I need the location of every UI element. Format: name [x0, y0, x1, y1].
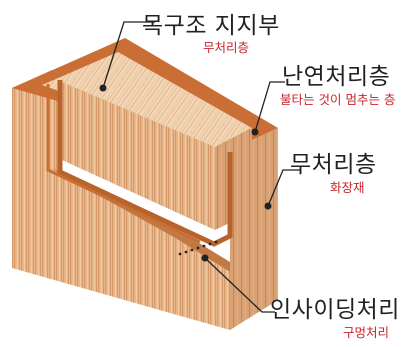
- incising-sublabel: 구멍처리: [343, 325, 390, 340]
- leader-char-stop: [254, 81, 285, 133]
- untreated-sublabel: 화장재: [330, 180, 365, 195]
- leader-dot-char-stop: [251, 128, 259, 136]
- leader-untreated: [267, 169, 300, 207]
- leader-dot-incising: [201, 254, 209, 262]
- leader-wood-support: [102, 21, 155, 89]
- core-front-face: [62, 82, 215, 230]
- front-face: [12, 70, 230, 330]
- wood-support-sublabel: 무처리층: [203, 40, 250, 55]
- treated-layer-edge: [57, 80, 233, 247]
- core-top: [42, 52, 252, 147]
- leader-dot-untreated: [264, 202, 272, 210]
- leader-dot-wood-support: [99, 84, 107, 92]
- leader-incising: [204, 257, 275, 313]
- wood-support-label: 목구조 지지부: [142, 13, 280, 39]
- incising-holes: [178, 240, 218, 256]
- char-stop-sublabel: 불타는 것이 멈추는 층: [280, 92, 396, 107]
- core-right-face: [215, 128, 252, 230]
- untreated-label: 무처리층: [290, 152, 377, 178]
- incising-label: 인사이딩처리: [270, 297, 400, 323]
- treated-layer-inner: [46, 84, 201, 244]
- char-stop-label: 난연처리층: [282, 64, 391, 90]
